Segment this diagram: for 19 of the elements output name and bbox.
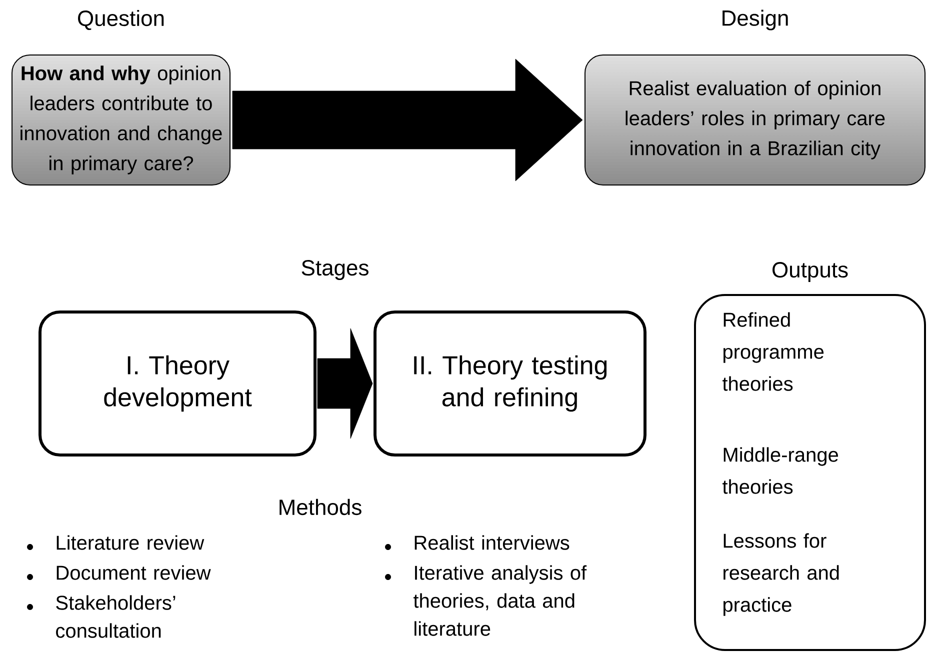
rounded-box: How and why opinion leaders contribute to innovation and change in primary care? xyxy=(12,54,230,186)
block-arrow xyxy=(232,58,583,182)
heading: Outputs xyxy=(772,262,848,282)
list-item: Document review xyxy=(27,565,211,580)
rounded-box: I. Theory development xyxy=(38,310,316,456)
output-item: Middle-range theories xyxy=(722,447,838,494)
output-item: Refined programme theories xyxy=(722,312,824,391)
heading: Stages xyxy=(302,260,368,280)
output-item: Lessons for research and practice xyxy=(724,533,839,616)
heading: Question xyxy=(78,10,164,30)
heading: Design xyxy=(722,10,788,30)
list-item: Stakeholders’ consultation xyxy=(27,595,176,638)
heading: Methods xyxy=(280,498,362,516)
list-item: Iterative analysis of theories, data and literature xyxy=(385,565,587,636)
list-item: Literature review xyxy=(27,535,204,550)
rounded-box: II. Theory testing and refining xyxy=(374,310,646,456)
block-arrow xyxy=(317,328,373,439)
rounded-box: Realist evaluation of opinion leaders’ roles in primary care innovation in a Brazilian city xyxy=(584,54,926,186)
list-item: Realist interviews xyxy=(385,535,570,550)
